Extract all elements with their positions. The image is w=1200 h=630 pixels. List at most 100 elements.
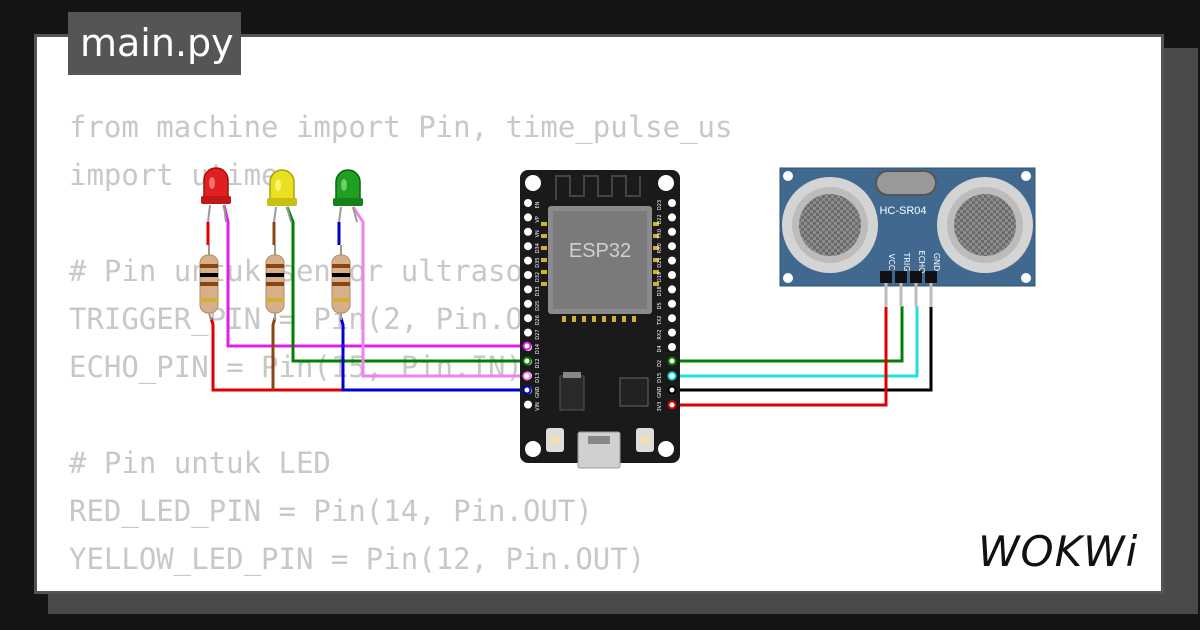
esp32-pin[interactable]	[668, 314, 676, 323]
led-red-base	[201, 196, 231, 204]
esp32-shield	[553, 211, 647, 309]
sensor-pin[interactable]	[884, 283, 888, 307]
led-red-shine	[209, 177, 215, 189]
esp32-pin-label: GND	[535, 386, 541, 398]
esp32-pin-label: D12	[535, 358, 541, 368]
esp32-pin[interactable]	[524, 242, 532, 251]
esp32-pin[interactable]	[668, 271, 676, 279]
esp32-pin-label: D14	[535, 344, 541, 354]
esp32-pin-label: D34	[535, 243, 541, 253]
resistor-3[interactable]	[331, 245, 351, 320]
esp32-pin[interactable]	[524, 299, 532, 308]
sensor-pin-header	[925, 271, 937, 283]
sensor-pin-header	[880, 271, 892, 283]
esp32-pin-label: D18	[657, 286, 663, 296]
wokwi-logo: WOKWi	[978, 527, 1137, 576]
wire-gnd	[672, 306, 933, 392]
esp32-pin-label: D2	[657, 360, 663, 367]
esp32-pin[interactable]	[668, 199, 676, 207]
led-yellow-body	[269, 169, 295, 202]
esp32-pin[interactable]	[668, 213, 676, 222]
esp32-pin-label: D23	[657, 200, 663, 210]
sensor-pin[interactable]	[899, 283, 903, 307]
esp32-pin[interactable]	[668, 328, 676, 337]
esp32-pin[interactable]	[524, 227, 532, 236]
led-yellow-shine	[275, 179, 281, 191]
file-tab[interactable]: main.py	[68, 12, 241, 75]
esp32-pin-label: D5	[657, 302, 663, 309]
led-red[interactable]	[201, 167, 231, 204]
wire-vcc	[672, 306, 888, 407]
esp32-pin[interactable]	[524, 328, 532, 337]
esp32-pin[interactable]	[668, 256, 676, 265]
esp32-pin-label: D15	[657, 373, 663, 383]
esp32-pin-label: D35	[535, 257, 541, 267]
wire-terminals	[522, 341, 677, 410]
esp32-pin[interactable]	[524, 314, 532, 323]
esp32-pin-label: 3V3	[657, 402, 663, 412]
led-leads	[206, 222, 341, 245]
code-line: GREEN_LED_PIN = Pin(13, Pin.OUT)	[69, 583, 732, 591]
esp32-pin[interactable]	[668, 299, 676, 308]
led-yellow-base	[267, 198, 297, 206]
esp32-pin-label: D27	[535, 329, 541, 339]
esp32-pin-label: TX0	[657, 229, 663, 240]
esp32-pin[interactable]	[524, 285, 532, 294]
led-legs	[207, 204, 358, 223]
wire-green-led	[285, 206, 527, 363]
led-green-shine	[341, 179, 347, 191]
esp32-pin-label: RX0	[657, 243, 663, 253]
esp32-board[interactable]: ESP32 ENVPVND34D35D32D33D25D26D27D14D12D…	[520, 170, 680, 469]
esp32-pin[interactable]	[524, 256, 532, 265]
led-green[interactable]	[333, 169, 363, 206]
esp32-pin-label: D32	[535, 272, 541, 282]
esp32-pin-label: D13	[535, 373, 541, 383]
voltage-regulator	[559, 375, 585, 411]
esp32-pin-label: RX2	[657, 330, 663, 340]
module-pads	[541, 222, 659, 322]
wire-red-gnd	[209, 317, 527, 392]
esp32-pin-label: VP	[535, 216, 541, 222]
esp32-label: ESP32	[569, 240, 631, 262]
esp32-pin[interactable]	[524, 213, 532, 222]
sensor-pin-header	[910, 271, 922, 283]
led-red-body	[203, 167, 229, 200]
code-line: YELLOW_LED_PIN = Pin(12, Pin.OUT)	[69, 542, 646, 576]
mount-hole	[658, 441, 674, 457]
wire-blue	[339, 317, 527, 392]
esp32-pin-label: D25	[535, 301, 541, 311]
esp32-pin-label: D21	[657, 257, 663, 267]
led-yellow[interactable]	[267, 169, 297, 206]
wire-brown	[271, 317, 277, 390]
esp32-pin-label: D19	[657, 272, 663, 282]
sensor-pin[interactable]	[929, 283, 933, 307]
esp32-pin[interactable]	[668, 343, 676, 351]
code-line: from machine import Pin, time_pulse_us	[69, 110, 733, 144]
resistor-1[interactable]	[199, 245, 219, 321]
esp32-pin[interactable]	[524, 199, 532, 207]
esp32-pin[interactable]	[668, 227, 676, 236]
esp32-pin[interactable]	[668, 242, 676, 251]
esp32-pin-label: VN	[535, 230, 541, 237]
sensor-pin-header	[895, 271, 907, 283]
sensor-pin[interactable]	[914, 283, 918, 307]
wire-violet	[351, 206, 527, 378]
esp32-pin-label: D26	[535, 315, 541, 325]
esp32-pin[interactable]	[524, 400, 532, 409]
esp32-pin-label: D22	[657, 214, 663, 224]
esp32-pin-label: GND	[657, 386, 663, 398]
esp32-pin[interactable]	[668, 285, 676, 294]
code-line: # Pin untuk LED	[69, 446, 331, 480]
led-green-body	[335, 169, 361, 202]
esp32-pin-label: VIN	[535, 402, 541, 411]
sensor-pin-label: TRIG	[902, 251, 911, 271]
file-tab-label: main.py	[80, 21, 234, 65]
mount-hole	[525, 441, 541, 457]
resistor-2[interactable]	[265, 245, 285, 320]
esp32-pin[interactable]	[524, 271, 532, 279]
sensor-label: HC-SR04	[879, 205, 926, 217]
